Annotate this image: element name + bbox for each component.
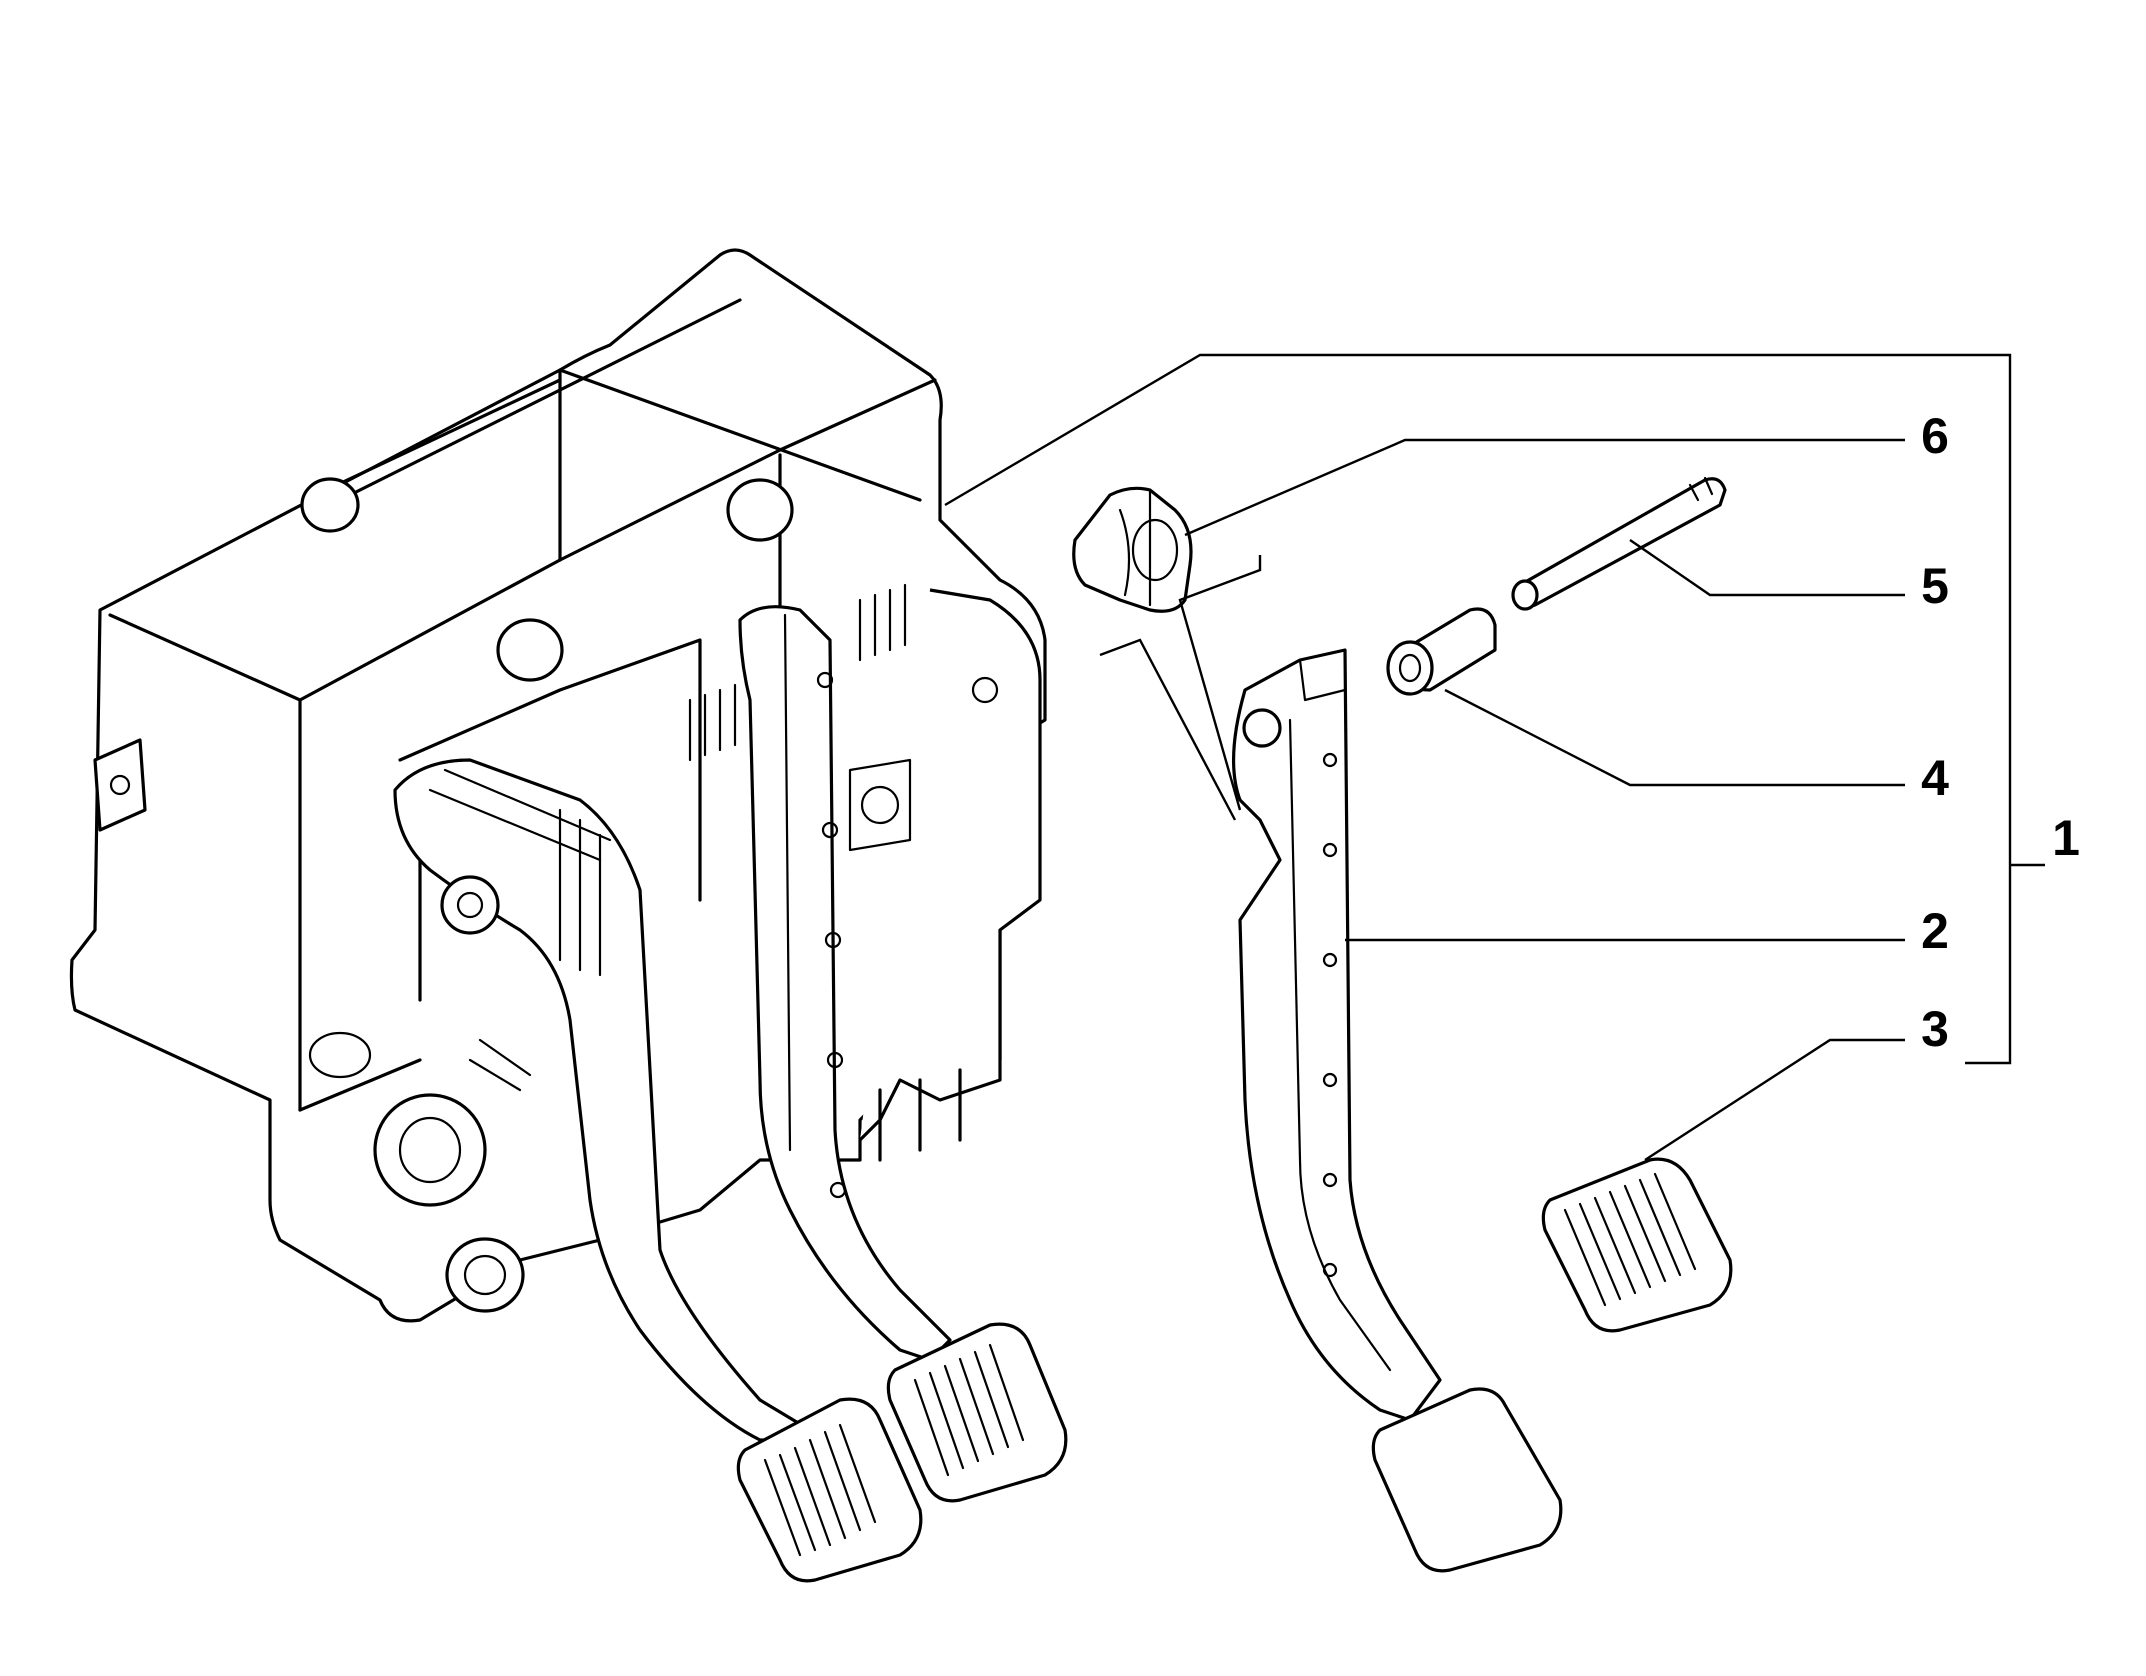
brake-pedal-arm	[738, 605, 952, 1362]
part-2-pedal-arm	[1231, 648, 1442, 1422]
part-5-pin	[1511, 476, 1727, 611]
callout-4: 4	[1921, 750, 1949, 806]
pedal-box-housing	[69, 248, 1047, 1323]
part-4-bushing	[1386, 607, 1497, 696]
clutch-pedal-arm	[393, 758, 842, 1442]
leader-lines	[944, 353, 2045, 1162]
callout-2: 2	[1921, 903, 1949, 959]
part-2-pedal-pad	[1371, 1387, 1563, 1573]
callout-3: 3	[1921, 1001, 1949, 1057]
callout-5: 5	[1921, 558, 1949, 614]
callout-1: 1	[2052, 810, 2080, 866]
part-6-bracket-lines	[1099, 555, 1262, 821]
part-3-pedal-pad	[1541, 1157, 1733, 1333]
callout-6: 6	[1921, 408, 1949, 464]
clutch-pedal-pad	[736, 1397, 923, 1583]
part-6-switch	[1072, 486, 1193, 613]
housing-ribs	[688, 583, 907, 762]
brake-pedal-pad	[886, 1322, 1068, 1503]
